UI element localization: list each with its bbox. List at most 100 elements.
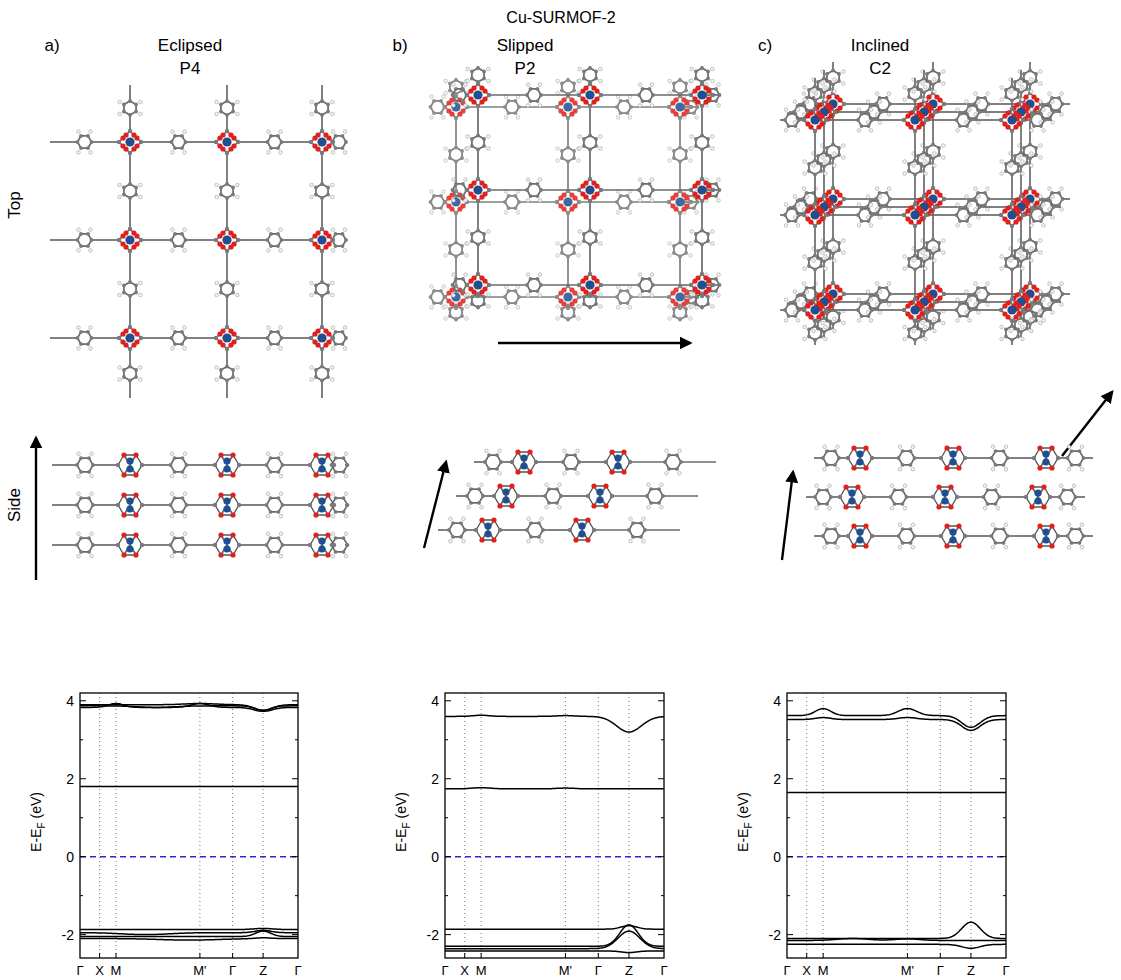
oxygen-atom [228, 328, 233, 333]
carbon-atom [277, 550, 281, 554]
hydrogen-atom [577, 317, 581, 321]
carbon-atom [604, 460, 608, 464]
hydrogen-atom [690, 230, 694, 234]
bond [142, 464, 171, 466]
carbon-atom [334, 244, 338, 248]
oxygen-atom [457, 111, 462, 116]
oxygen-atom [471, 275, 476, 280]
oxygen-atom [218, 492, 223, 497]
carbon-atom [448, 89, 452, 93]
hydrogen-atom [183, 474, 187, 478]
carbon-atom [514, 194, 518, 198]
carbon-atom [476, 134, 480, 138]
hydrogen-atom [616, 306, 620, 310]
bond [589, 245, 591, 275]
carbon-atom [694, 77, 698, 81]
phenyl-ring [124, 367, 136, 381]
phenyl-ring [453, 184, 467, 196]
copper-atom [585, 280, 594, 289]
carbon-atom [700, 104, 704, 108]
carbon-atom [572, 156, 576, 160]
oxygen-atom [121, 472, 126, 477]
hydrogen-atom [467, 483, 471, 487]
hydrogen-atom [442, 285, 446, 289]
hydrogen-atom [139, 281, 143, 285]
oxygen-atom [681, 192, 686, 197]
carbon-atom [529, 289, 533, 293]
carbon-atom [236, 336, 240, 340]
phenyl-ring [450, 243, 462, 257]
hydrogen-atom [452, 178, 456, 182]
carbon-atom [320, 365, 324, 369]
carbon-atom [169, 463, 173, 467]
carbon-atom [460, 314, 464, 318]
phenyl-ring [472, 68, 484, 82]
bond [238, 141, 268, 143]
carbon-atom [1061, 102, 1065, 106]
hydrogen-atom [171, 228, 175, 232]
hydrogen-atom [695, 116, 699, 120]
bond [52, 544, 77, 546]
carbon-atom [180, 342, 184, 346]
bond [187, 464, 216, 466]
carbon-atom [470, 77, 474, 81]
carbon-atom [79, 330, 83, 334]
hydrogen-atom [487, 135, 491, 139]
hydrogen-atom [487, 293, 491, 297]
carbon-atom [577, 283, 581, 287]
phenyl-ring [647, 489, 663, 503]
bond [482, 520, 494, 540]
bond [653, 284, 691, 286]
hydrogen-atom [170, 492, 174, 496]
oxygen-atom [673, 287, 678, 292]
carbon-atom [529, 521, 533, 525]
hydrogen-atom [576, 449, 580, 453]
carbon-atom [599, 283, 603, 287]
carbon-atom [91, 543, 95, 547]
hydrogen-atom [887, 113, 891, 117]
paddlewheel-cage [215, 455, 239, 475]
phenyl-ring [674, 80, 686, 94]
carbon-atom [225, 227, 229, 231]
oxygen-atom [479, 517, 484, 522]
phenyl-ring [617, 101, 631, 113]
carbon-atom [225, 365, 229, 369]
hydrogen-atom [331, 554, 335, 558]
bond [536, 461, 563, 463]
carbon-atom [517, 295, 521, 299]
carbon-atom [439, 289, 443, 293]
oxygen-atom [515, 469, 520, 474]
carbon-atom [342, 470, 346, 474]
carbon-atom [454, 116, 458, 120]
carbon-atom [344, 336, 348, 340]
oxygen-atom [558, 108, 563, 113]
carbon-atom [320, 129, 324, 133]
carbon-atom [134, 186, 138, 190]
carbon-atom [689, 283, 693, 287]
carbon-atom [460, 307, 464, 311]
carbon-atom [539, 283, 543, 287]
carbon-atom [582, 239, 586, 243]
carbon-atom [626, 289, 630, 293]
hydrogen-atom [556, 305, 560, 309]
carbon-atom [689, 200, 693, 204]
carbon-atom [888, 102, 892, 106]
hydrogen-atom [538, 104, 542, 108]
hydrogen-atom [466, 147, 470, 151]
carbon-atom [637, 283, 641, 287]
phenyl-ring [124, 101, 136, 115]
hydrogen-atom [711, 147, 715, 151]
hydrogen-atom [464, 104, 468, 108]
hydrogen-atom [430, 211, 434, 215]
copper-atom [126, 545, 133, 552]
phenyl-ring [450, 80, 462, 94]
phenyl-ring [268, 332, 282, 344]
carbon-atom [706, 295, 710, 299]
phenyl-ring [674, 306, 686, 320]
oxygen-atom [583, 85, 588, 90]
oxygen-atom [131, 342, 136, 347]
carbon-atom [231, 368, 235, 372]
hydrogen-atom [310, 195, 314, 199]
copper-atom [484, 522, 491, 529]
bond [467, 201, 505, 203]
